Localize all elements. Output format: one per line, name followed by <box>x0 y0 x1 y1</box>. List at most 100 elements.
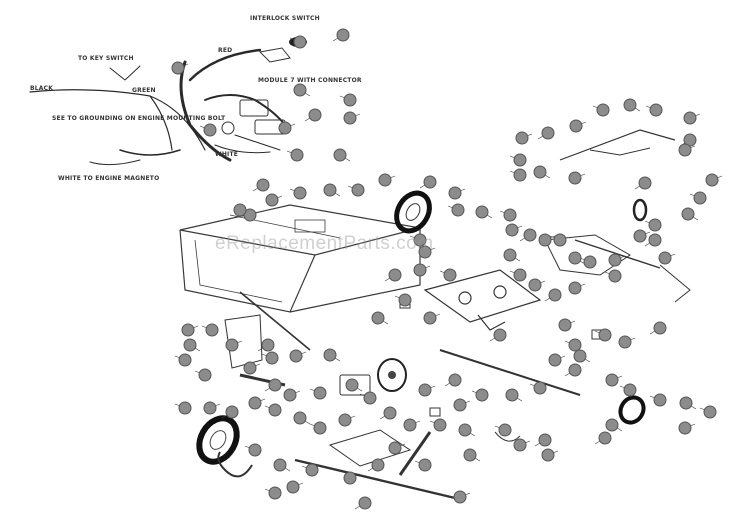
callout-bubble <box>268 486 282 500</box>
callout-bubble <box>293 83 307 97</box>
callout-bubble <box>256 178 270 192</box>
callout-bubble <box>283 388 297 402</box>
callout-bubble <box>336 28 350 42</box>
callout-bubble <box>583 255 597 269</box>
callout-bubble <box>498 423 512 437</box>
callout-bubble <box>293 35 307 49</box>
callout-bubble <box>248 396 262 410</box>
callout-bubble <box>443 268 457 282</box>
callout-bubble <box>333 148 347 162</box>
wiring-harness <box>29 48 286 166</box>
callout-bubble <box>398 293 412 307</box>
label-black: BLACK <box>30 85 53 92</box>
callout-bubble <box>513 438 527 452</box>
callout-bubble <box>569 119 583 133</box>
callout-bubble <box>363 391 377 405</box>
callout-bubble <box>513 268 527 282</box>
callout-bubble <box>533 381 547 395</box>
callout-bubble <box>608 269 622 283</box>
callout-bubble <box>418 383 432 397</box>
callout-bubble <box>453 398 467 412</box>
callout-bubbles <box>171 28 723 510</box>
callout-bubble <box>703 405 717 419</box>
callout-bubble <box>423 311 437 325</box>
callout-bubble <box>268 403 282 417</box>
callout-bubble <box>243 361 257 375</box>
callout-bubble <box>205 323 219 337</box>
callout-bubble <box>371 311 385 325</box>
callout-bubble <box>605 418 619 432</box>
callout-bubble <box>305 463 319 477</box>
callout-bubble <box>171 61 185 75</box>
callout-bubble <box>538 233 552 247</box>
label-white: WHITE <box>215 151 238 158</box>
callout-bubble <box>378 173 392 187</box>
callout-bubble <box>338 413 352 427</box>
gears-and-wheels <box>196 190 648 465</box>
callout-bubble <box>503 208 517 222</box>
callout-bubble <box>233 203 247 217</box>
callout-bubble <box>505 223 519 237</box>
callout-bubble <box>178 401 192 415</box>
label-interlock-switch: INTERLOCK SWITCH <box>250 15 320 22</box>
callout-bubble <box>268 378 282 392</box>
label-see-grounding: SEE TO GROUNDING ON ENGINE MOUNTING BOLT <box>52 115 226 122</box>
callout-bubble <box>343 111 357 125</box>
callout-bubble <box>598 328 612 342</box>
callout-bubble <box>451 203 465 217</box>
callout-bubble <box>598 431 612 445</box>
callout-bubble <box>623 98 637 112</box>
callout-bubble <box>683 111 697 125</box>
callout-bubble <box>605 373 619 387</box>
callout-bubble <box>413 233 427 247</box>
callout-bubble <box>541 126 555 140</box>
callout-bubble <box>345 378 359 392</box>
label-to-key-switch: TO KEY SWITCH <box>78 55 134 62</box>
callout-bubble <box>538 433 552 447</box>
callout-bubble <box>568 171 582 185</box>
callout-bubble <box>568 338 582 352</box>
callout-bubble <box>383 406 397 420</box>
callout-bubble <box>286 480 300 494</box>
callout-bubble <box>503 248 517 262</box>
callout-bubble <box>198 368 212 382</box>
callout-bubble <box>388 441 402 455</box>
callout-bubble <box>679 396 693 410</box>
callout-bubble <box>293 411 307 425</box>
callout-bubble <box>183 338 197 352</box>
callout-bubble <box>418 245 432 259</box>
callout-bubble <box>633 229 647 243</box>
callout-bubble <box>493 328 507 342</box>
callout-bubble <box>433 418 447 432</box>
callout-bubble <box>371 458 385 472</box>
callout-bubble <box>548 353 562 367</box>
callout-bubble <box>523 228 537 242</box>
misc-parts <box>217 129 691 478</box>
callout-bubble <box>533 165 547 179</box>
callout-bubble <box>513 168 527 182</box>
callout-bubble <box>448 186 462 200</box>
callout-bubble <box>528 278 542 292</box>
callout-bubble <box>351 183 365 197</box>
callout-bubble <box>418 458 432 472</box>
callout-bubble <box>558 318 572 332</box>
callout-bubble <box>343 93 357 107</box>
callout-bubble <box>681 207 695 221</box>
callout-bubble <box>388 268 402 282</box>
callout-bubble <box>458 423 472 437</box>
callout-bubble <box>515 131 529 145</box>
callout-bubble <box>658 251 672 265</box>
callout-bubble <box>638 176 652 190</box>
callout-bubble <box>648 218 662 232</box>
callout-bubble <box>678 421 692 435</box>
callout-bubble <box>423 175 437 189</box>
callout-bubble <box>618 335 632 349</box>
callout-bubble <box>653 393 667 407</box>
callout-bubble <box>548 288 562 302</box>
callout-bubble <box>705 173 719 187</box>
callout-bubble <box>648 233 662 247</box>
callout-bubble <box>225 405 239 419</box>
callout-bubble <box>203 123 217 137</box>
callout-bubble <box>293 186 307 200</box>
